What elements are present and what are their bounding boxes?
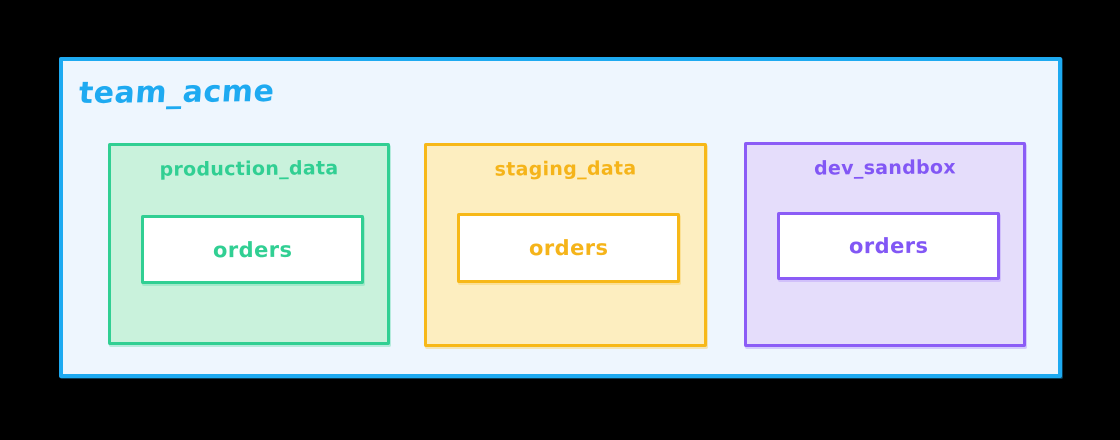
schema-box-dev-sandbox[interactable]: dev_sandbox orders <box>744 142 1026 347</box>
team-container-title: team_acme <box>77 73 276 112</box>
table-label-orders: orders <box>212 237 293 262</box>
table-label-orders: orders <box>848 233 929 259</box>
table-box-production-data-orders[interactable]: orders <box>141 215 364 284</box>
schema-title-dev-sandbox: dev_sandbox <box>813 156 957 180</box>
schema-title-staging-data: staging_data <box>494 157 637 181</box>
schema-box-production-data[interactable]: production_data orders <box>108 143 390 345</box>
table-box-staging-data-orders[interactable]: orders <box>457 213 680 283</box>
team-container-team-acme[interactable]: team_acme production_data orders staging… <box>59 57 1062 378</box>
schema-title-production-data: production_data <box>159 157 339 181</box>
table-box-dev-sandbox-orders[interactable]: orders <box>777 212 1000 280</box>
table-label-orders: orders <box>528 235 609 261</box>
schema-box-staging-data[interactable]: staging_data orders <box>424 143 707 347</box>
